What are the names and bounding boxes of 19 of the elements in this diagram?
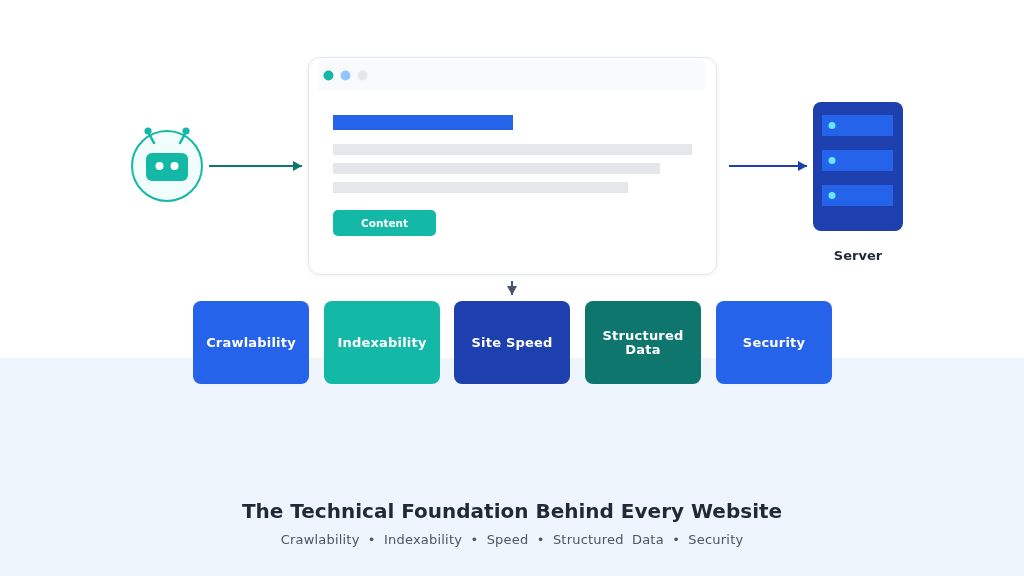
pillar-card bbox=[193, 301, 309, 384]
pillar-label: Security bbox=[742, 335, 806, 350]
content-button: Content bbox=[333, 210, 436, 236]
pillar-card bbox=[716, 301, 832, 384]
pillar-label: Crawlability bbox=[206, 335, 296, 350]
browser-window bbox=[308, 57, 717, 275]
arrow bbox=[728, 161, 808, 171]
pillar-card bbox=[324, 301, 440, 384]
arrow bbox=[208, 161, 303, 171]
pillar-card bbox=[585, 301, 701, 384]
diagram-title: The Technical Foundation Behind Every Website bbox=[240, 499, 784, 523]
node-label: Server bbox=[832, 248, 884, 263]
robot-icon bbox=[128, 126, 206, 204]
arrow bbox=[507, 280, 517, 296]
diagram-caption: Crawlability • Indexability • Speed • Structured Data • Security bbox=[279, 532, 745, 547]
pillar-card bbox=[454, 301, 570, 384]
pillar-label: Indexability bbox=[337, 335, 427, 350]
pillar-label: Site Speed bbox=[471, 335, 553, 350]
pillar-label: Structured Data bbox=[601, 328, 685, 357]
